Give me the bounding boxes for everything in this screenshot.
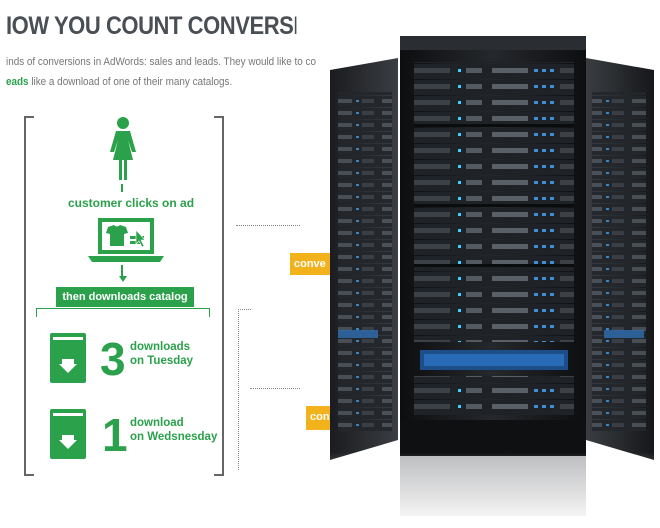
download-book-icon (50, 409, 86, 459)
laptop-icon (88, 218, 164, 262)
conversion-tag: con (306, 406, 330, 430)
infographic-subtitle-line1: inds of conversions in AdWords: sales an… (6, 56, 317, 68)
banner-underline (36, 308, 210, 317)
stat1-line1: downloads (130, 341, 191, 353)
download-book-icon (50, 333, 86, 383)
arrow-down-icon (119, 276, 127, 282)
step-download-banner: then downloads catalog (56, 287, 194, 307)
shirt-icon (106, 225, 128, 246)
dotted-connector (250, 388, 300, 389)
person-icon (110, 117, 136, 180)
conversion-tag: conve (290, 253, 330, 275)
cursor-icon (130, 229, 146, 248)
step-click-label: customer clicks on ad (68, 196, 195, 210)
dotted-connector (236, 225, 300, 226)
stat2-line1: download (130, 417, 184, 429)
leads-highlight: eads (6, 76, 29, 88)
connector-line (121, 184, 123, 192)
stat1-number: 3 (100, 333, 126, 385)
stat1-line2: on Tuesday (130, 355, 194, 367)
infographic-title: IOW YOU COUNT CONVERSIO (6, 12, 297, 40)
dotted-connector (238, 309, 251, 470)
subtitle-line2-rest: like a download of one of their many cat… (28, 76, 233, 88)
stat2-text: download on Wedsnesday (130, 416, 217, 444)
stat2-line2: on Wedsnesday (130, 431, 218, 443)
stat1-text: downloads on Tuesday (130, 340, 193, 368)
stat2-number: 1 (102, 409, 128, 461)
left-bracket (24, 116, 34, 476)
right-bracket (214, 116, 224, 476)
connector-line-2 (121, 265, 123, 277)
infographic-panel: IOW YOU COUNT CONVERSIO inds of conversi… (6, 12, 330, 476)
infographic-subtitle-line2: eads like a download of one of their man… (6, 76, 232, 88)
server-rack-image (328, 36, 660, 528)
